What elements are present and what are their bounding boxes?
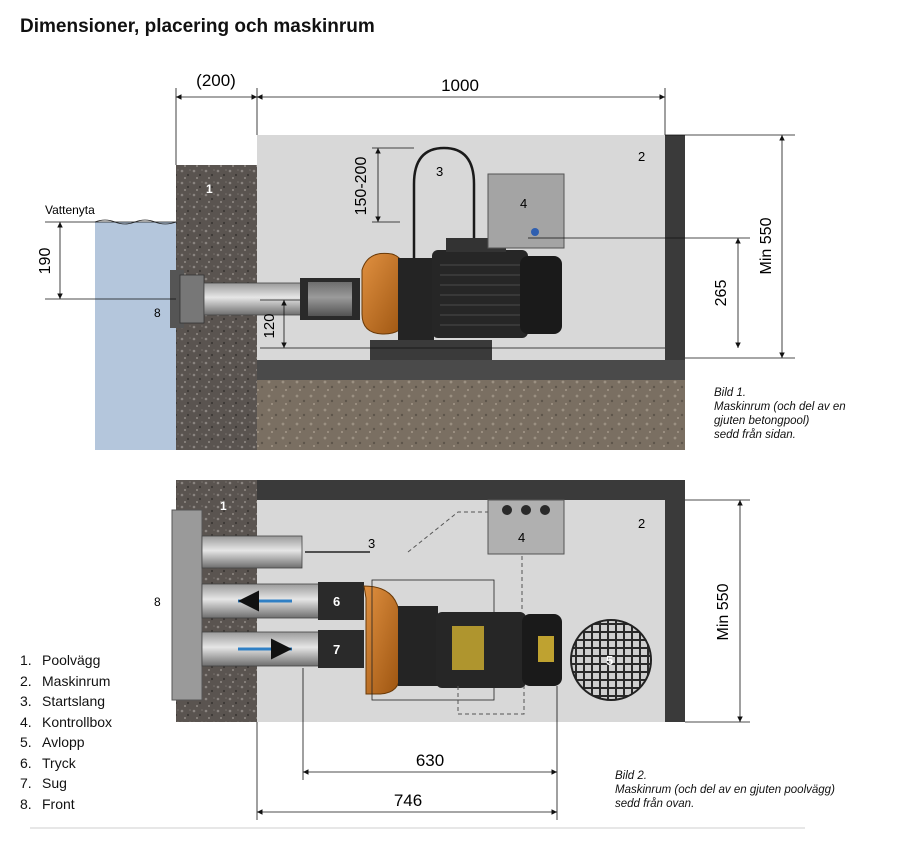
room-wall-top xyxy=(257,480,685,500)
legend-item: 8. Front xyxy=(20,794,112,815)
legend-number: 3. xyxy=(20,693,32,709)
legend-item: 1. Poolvägg xyxy=(20,650,112,671)
dim-water-depth: 190 xyxy=(37,222,176,300)
legend-text: Tryck xyxy=(42,754,76,771)
fan-label-plate xyxy=(538,636,554,662)
dim-room-height-label: Min 550 xyxy=(758,217,775,274)
pump-bracket-top xyxy=(398,606,438,686)
legend-item: 6. Tryck xyxy=(20,753,112,774)
legend-text: Kontrollbox xyxy=(42,713,113,730)
label-front: 8 xyxy=(154,306,161,320)
dim-hose-height: 150-200 xyxy=(353,147,414,223)
legend-number: 7. xyxy=(20,775,32,791)
legend-text: Sug xyxy=(42,775,67,791)
water-surface-label: Vattenyta xyxy=(45,203,95,217)
legend-item: 5. Avlopp xyxy=(20,732,112,753)
control-box xyxy=(487,173,565,249)
label-pool-wall-top: 1 xyxy=(220,499,227,513)
dim-pump-length: 630 xyxy=(302,668,558,780)
side-view: (200) 1000 Vattenyta 1 2 8 xyxy=(37,71,795,450)
dim-pipe-height-label: 120 xyxy=(261,313,278,338)
legend-number: 1. xyxy=(20,652,32,668)
label-suction: 7 xyxy=(333,642,340,657)
dim-water-depth-label: 190 xyxy=(37,248,54,275)
dim-room-length-label: 1000 xyxy=(441,76,479,95)
top-view: 1 2 8 3 6 7 4 xyxy=(30,480,805,829)
control-indicator xyxy=(531,228,539,236)
legend-item: 7. Sug xyxy=(20,773,112,794)
legend-text: Poolvägg xyxy=(42,652,101,668)
legend-number: 4. xyxy=(20,713,32,730)
dim-room-length: 1000 xyxy=(257,76,666,135)
label-machine-room: 2 xyxy=(638,149,645,164)
dim-motor-height-label: 265 xyxy=(713,280,730,307)
motor-terminal-top xyxy=(452,626,484,670)
label-pool-wall: 1 xyxy=(206,182,213,196)
legend-number: 8. xyxy=(20,795,32,812)
legend-item: 3. Startslang xyxy=(20,691,112,712)
dim-room-width-label: Min 550 xyxy=(715,583,732,640)
motor-fan-cover xyxy=(520,256,562,334)
legend-number: 2. xyxy=(20,672,32,689)
dim-room-height: Min 550 xyxy=(665,134,795,359)
start-hose xyxy=(412,146,476,258)
room-end-wall-top xyxy=(665,500,685,722)
pool-water xyxy=(95,222,176,450)
legend-text: Front xyxy=(42,795,75,812)
dim-pipe-height: 120 xyxy=(260,299,665,349)
legend-text: Maskinrum xyxy=(42,672,111,689)
legend-text: Startslang xyxy=(42,693,106,709)
dim-wall-label: (200) xyxy=(196,71,236,90)
page-title: Dimensioner, placering och maskinrum xyxy=(20,16,375,37)
legend-number: 6. xyxy=(20,754,32,771)
dim-total-length-label: 746 xyxy=(394,791,422,810)
label-control-box: 4 xyxy=(520,196,527,211)
ground xyxy=(257,380,685,450)
dim-total-length: 746 xyxy=(256,722,558,820)
front-plate xyxy=(171,509,203,701)
room-end-wall xyxy=(665,135,685,380)
label-start-hose: 3 xyxy=(436,164,443,179)
room-floor xyxy=(257,360,685,380)
suction-coupling xyxy=(318,630,364,668)
dim-motor-height: 265 xyxy=(528,237,750,348)
legend-number: 5. xyxy=(20,734,32,750)
hose-pipe xyxy=(201,535,303,569)
legend: 1. Poolvägg 2. Maskinrum 3. Startslang 4. Kontr… xyxy=(20,650,112,814)
label-front-top: 8 xyxy=(154,595,161,609)
drain xyxy=(570,619,652,701)
legend-text: Avlopp xyxy=(42,734,85,750)
caption-top-view: Bild 2. Maskinrum (och del av en gjuten … xyxy=(615,770,835,810)
pressure-coupling xyxy=(318,582,364,620)
suction-pipe xyxy=(203,282,305,316)
dim-room-width: Min 550 xyxy=(685,499,750,723)
dim-pump-length-label: 630 xyxy=(416,751,444,770)
pump-bracket xyxy=(398,258,434,340)
legend-item: 4. Kontrollbox xyxy=(20,712,112,733)
pump-base xyxy=(370,340,492,360)
dim-wall-width: (200) xyxy=(175,71,258,165)
label-start-hose-top: 3 xyxy=(368,536,375,551)
label-drain: 5 xyxy=(606,653,613,668)
label-machine-room-top: 2 xyxy=(638,516,645,531)
motor xyxy=(432,250,528,338)
dim-hose-label: 150-200 xyxy=(353,157,370,216)
label-control-box-top: 4 xyxy=(518,530,525,545)
pump-housing-top xyxy=(363,585,401,695)
label-pressure: 6 xyxy=(333,594,340,609)
caption-side-view: Bild 1. Maskinrum (och del av en gjuten … xyxy=(714,387,846,441)
legend-item: 2. Maskinrum xyxy=(20,671,112,692)
